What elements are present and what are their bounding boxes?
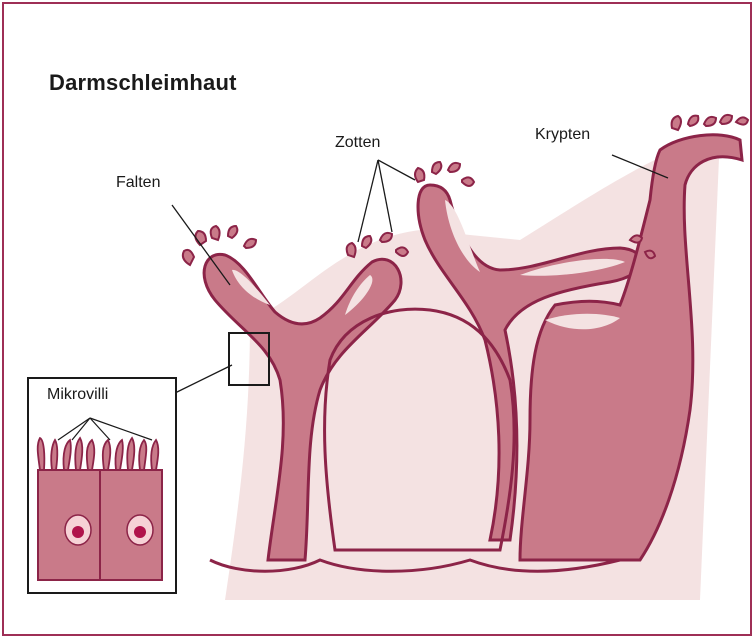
label-falten: Falten	[116, 174, 160, 192]
label-krypten: Krypten	[535, 126, 590, 144]
leader-zotten-1	[358, 160, 378, 242]
cell-nucleolus-left	[72, 526, 84, 538]
label-zotten: Zotten	[335, 134, 380, 152]
mikrovilli-inset	[28, 378, 176, 593]
label-mikrovilli: Mikrovilli	[47, 386, 108, 404]
cell-nucleolus-right	[134, 526, 146, 538]
leader-zotten-3	[378, 160, 415, 180]
leader-zotten-2	[378, 160, 392, 232]
leader-mikrovilli	[175, 365, 232, 393]
page-title: Darmschleimhaut	[49, 70, 237, 96]
leader-falten	[172, 205, 230, 285]
